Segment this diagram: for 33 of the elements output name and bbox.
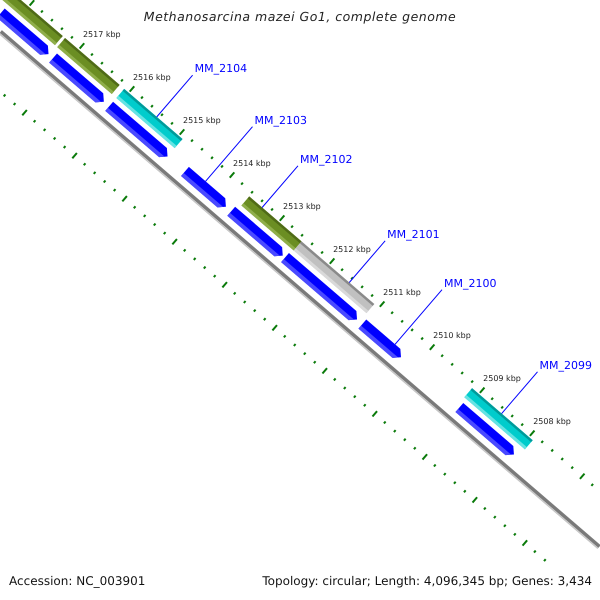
gene-feature-block (0, 8, 49, 55)
gene-feature-block (105, 102, 168, 158)
position-label: 2510 kbp (433, 331, 471, 342)
position-label: 2511 kbp (383, 288, 421, 298)
title: Methanosarcina mazei Go1, complete genome (144, 9, 456, 24)
gene-feature-block (455, 402, 514, 456)
leader-line (501, 371, 538, 414)
gene-feature-block (181, 166, 226, 208)
gene-label: MM_2103 (254, 114, 307, 127)
leader-line (205, 126, 253, 182)
position-label: 2508 kbp (533, 417, 571, 428)
leader-line (394, 289, 442, 345)
gene-feature-block (281, 253, 358, 320)
accession-text: Accession: NC_003901 (9, 574, 146, 588)
position-label: 2515 kbp (183, 116, 221, 126)
leader-line (156, 74, 194, 118)
gene-label: MM_2104 (194, 62, 248, 76)
position-label: 2509 kbp (483, 374, 521, 384)
genome-summary-text: Topology: circular; Length: 4,096,345 bp; Genes: 3,434 (262, 574, 592, 588)
position-label: 2517 kbp (82, 30, 121, 40)
gene-feature-block (227, 206, 283, 256)
gene-label: MM_2100 (444, 276, 496, 290)
leader-line (262, 165, 298, 208)
gene-label: MM_2099 (540, 358, 592, 372)
position-label: 2513 kbp (283, 202, 321, 212)
gene-label: MM_2102 (300, 152, 352, 166)
position-label: 2514 kbp (233, 159, 271, 170)
position-label: 2516 kbp (132, 72, 171, 83)
gene-feature-block (358, 320, 401, 358)
position-label: 2512 kbp (333, 245, 371, 256)
gene-label: MM_2101 (387, 228, 440, 241)
leader-line (348, 240, 386, 283)
gene-feature-block (49, 53, 104, 102)
